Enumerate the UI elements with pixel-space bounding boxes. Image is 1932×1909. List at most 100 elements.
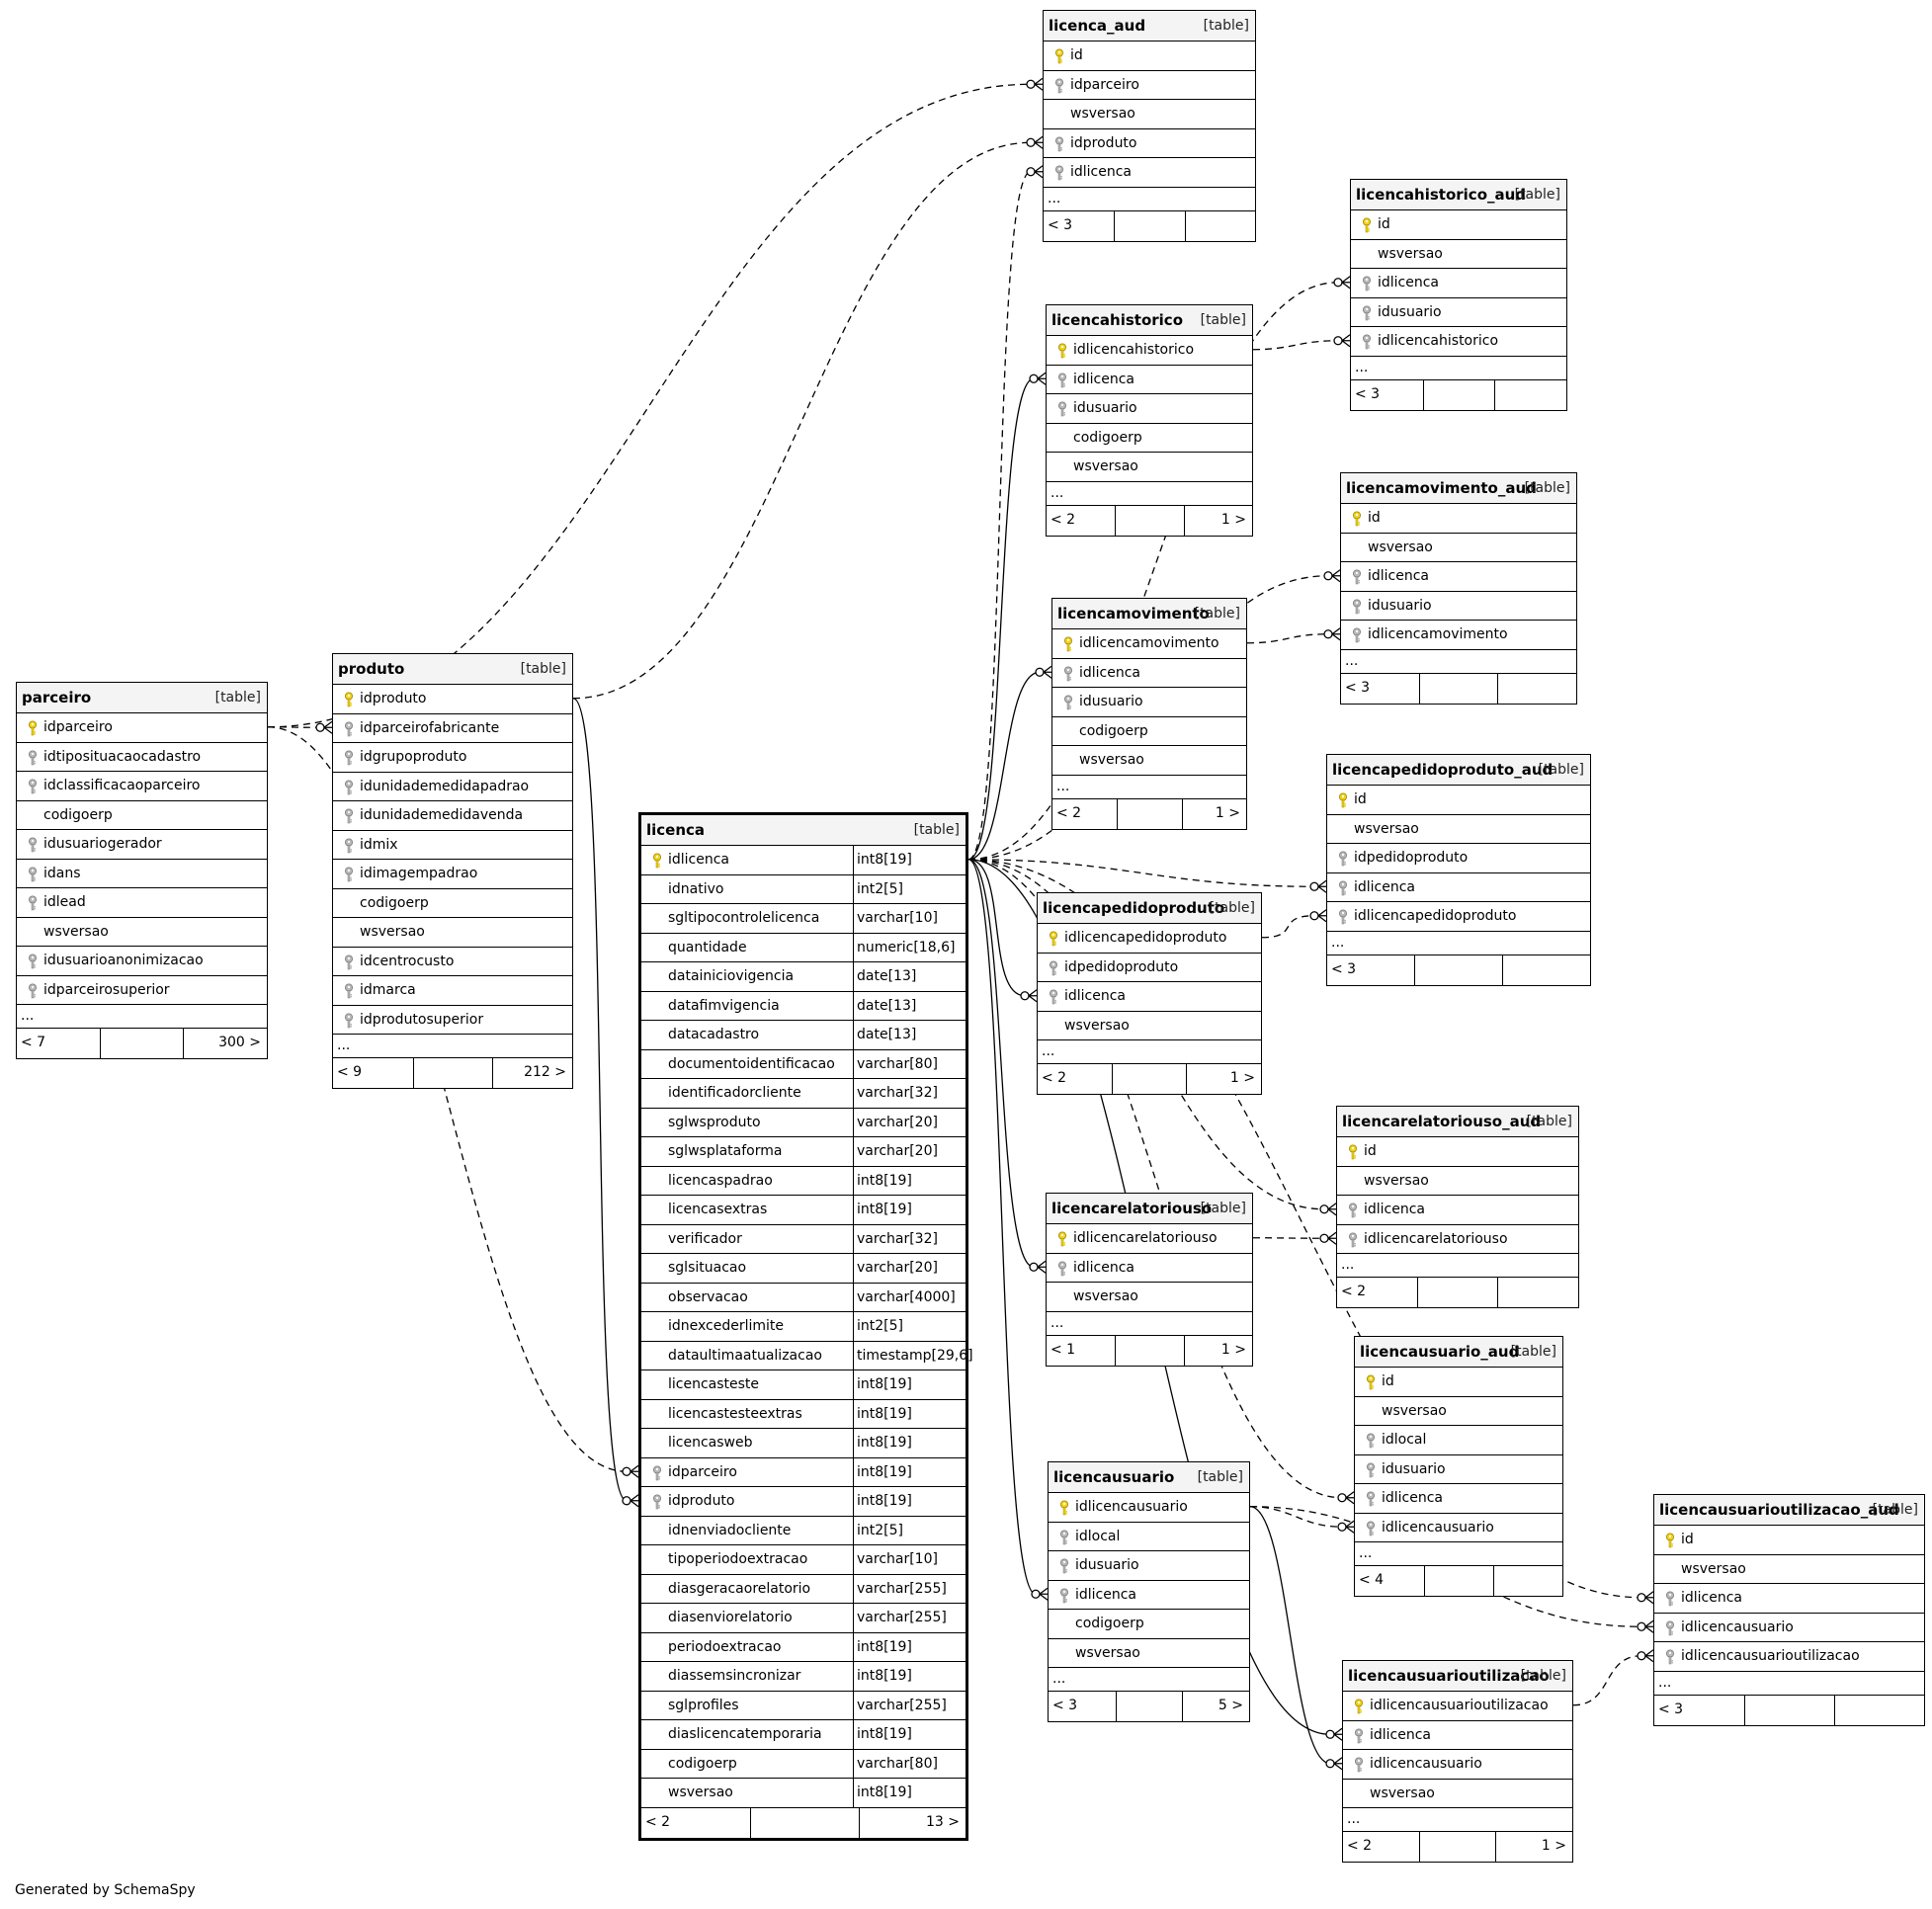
child-count[interactable]: 5 > [1218,1698,1243,1713]
column-row[interactable]: idlicenca [1351,269,1566,298]
column-row[interactable]: idlicencausuarioutilizacao [1343,1692,1572,1721]
child-count[interactable]: 1 > [1541,1838,1566,1854]
column-row[interactable]: id [1337,1137,1578,1167]
child-count[interactable]: 1 > [1215,804,1240,821]
column-row[interactable]: wsversao [1044,100,1255,129]
table-name[interactable]: licencapedidoproduto [1043,899,1225,917]
table-name[interactable]: parceiro [22,689,92,706]
column-row[interactable]: codigoerp [17,801,267,830]
more-columns-row[interactable]: ... [1038,1040,1261,1064]
table-licencapedidoproduto[interactable]: licencapedidoproduto[table]idlicencapedi… [1037,892,1262,1095]
column-row[interactable]: idlicencapedidoproduto [1327,902,1590,932]
parent-count[interactable]: < 3 [1048,216,1073,233]
column-row[interactable]: idlead [17,888,267,918]
column-row[interactable]: idusuario [1351,298,1566,327]
parent-count[interactable]: < 7 [21,1035,46,1050]
parent-count[interactable]: < 3 [1355,385,1381,402]
column-row[interactable]: wsversao [1351,240,1566,269]
column-row[interactable]: idmix [333,831,572,860]
column-row[interactable]: wsversao [1047,1283,1252,1312]
column-row[interactable]: id [1351,210,1566,240]
column-row[interactable]: idlicenca [1044,158,1255,188]
more-columns-row[interactable]: ... [1654,1672,1924,1696]
table-name[interactable]: licencarelatoriouso_aud [1342,1113,1542,1130]
column-row[interactable]: idcentrocusto [333,948,572,976]
column-row[interactable]: idgrupoproduto [333,743,572,773]
column-row[interactable]: wsversao [1327,815,1590,844]
column-row[interactable]: idlicencausuario [1049,1493,1249,1523]
parent-count[interactable]: < 3 [1052,1698,1078,1713]
column-row[interactable]: idlicencamovimento [1341,621,1576,650]
table-licencausuarioutilizacao[interactable]: licencausuarioutilizacao[table]idlicenca… [1342,1660,1573,1863]
column-row[interactable]: idlicencausuario [1343,1750,1572,1780]
column-row[interactable]: id [1341,504,1576,534]
column-row[interactable]: wsversao [1052,746,1246,776]
child-count[interactable]: 1 > [1229,1070,1255,1086]
column-row[interactable]: idtiposituacaocadastro [17,743,267,772]
column-row[interactable]: idlicenca [1047,1254,1252,1283]
column-row[interactable]: codigoerp [1049,1610,1249,1639]
child-count[interactable]: 300 > [218,1035,261,1050]
column-row[interactable]: idimagempadrao [333,860,572,889]
table-name[interactable]: licencamovimento_aud [1346,479,1537,497]
column-row[interactable]: idlicenca [1654,1584,1924,1614]
parent-count[interactable]: < 9 [337,1064,363,1080]
column-row[interactable]: idparceirosuperior [17,976,267,1005]
column-row[interactable]: idlicenca [1049,1581,1249,1610]
column-row[interactable]: idusuario [1052,688,1246,717]
column-row[interactable]: idlocal [1355,1426,1562,1455]
more-columns-row[interactable]: ... [1047,1312,1252,1336]
table-licencarelatoriouso[interactable]: licencarelatoriouso[table]idlicencarelat… [1046,1193,1253,1367]
more-columns-row[interactable]: ... [17,1005,267,1029]
table-name[interactable]: licencahistorico [1051,311,1184,329]
table-name[interactable]: produto [338,660,405,678]
more-columns-row[interactable]: ... [1047,482,1252,506]
parent-count[interactable]: < 2 [1056,804,1082,821]
column-row[interactable]: idparceirofabricante [333,714,572,743]
column-row[interactable]: wsversao [17,918,267,947]
more-columns-row[interactable]: ... [1049,1668,1249,1692]
parent-count[interactable]: < 2 [645,1813,671,1830]
more-columns-row[interactable]: ... [1351,357,1566,380]
table-name[interactable]: licencahistorico_aud [1356,186,1527,204]
column-row[interactable]: idusuario [1355,1455,1562,1484]
more-columns-row[interactable]: ... [1341,650,1576,674]
column-row[interactable]: idlicencausuario [1654,1614,1924,1642]
child-count[interactable]: 1 > [1220,511,1246,528]
column-row[interactable]: idproduto [333,685,572,714]
column-row[interactable]: idproduto [1044,129,1255,158]
parent-count[interactable]: < 3 [1345,679,1371,696]
table-name[interactable]: licencausuarioutilizacao [1348,1667,1550,1685]
column-row[interactable]: wsversao [1341,534,1576,562]
column-row[interactable]: idlicencausuario [1355,1514,1562,1542]
column-row[interactable]: idlicenca [1047,366,1252,394]
column-row[interactable]: idlicenca [1052,659,1246,688]
column-row[interactable]: wsversao [333,918,572,948]
column-row[interactable]: idusuario [1047,394,1252,424]
